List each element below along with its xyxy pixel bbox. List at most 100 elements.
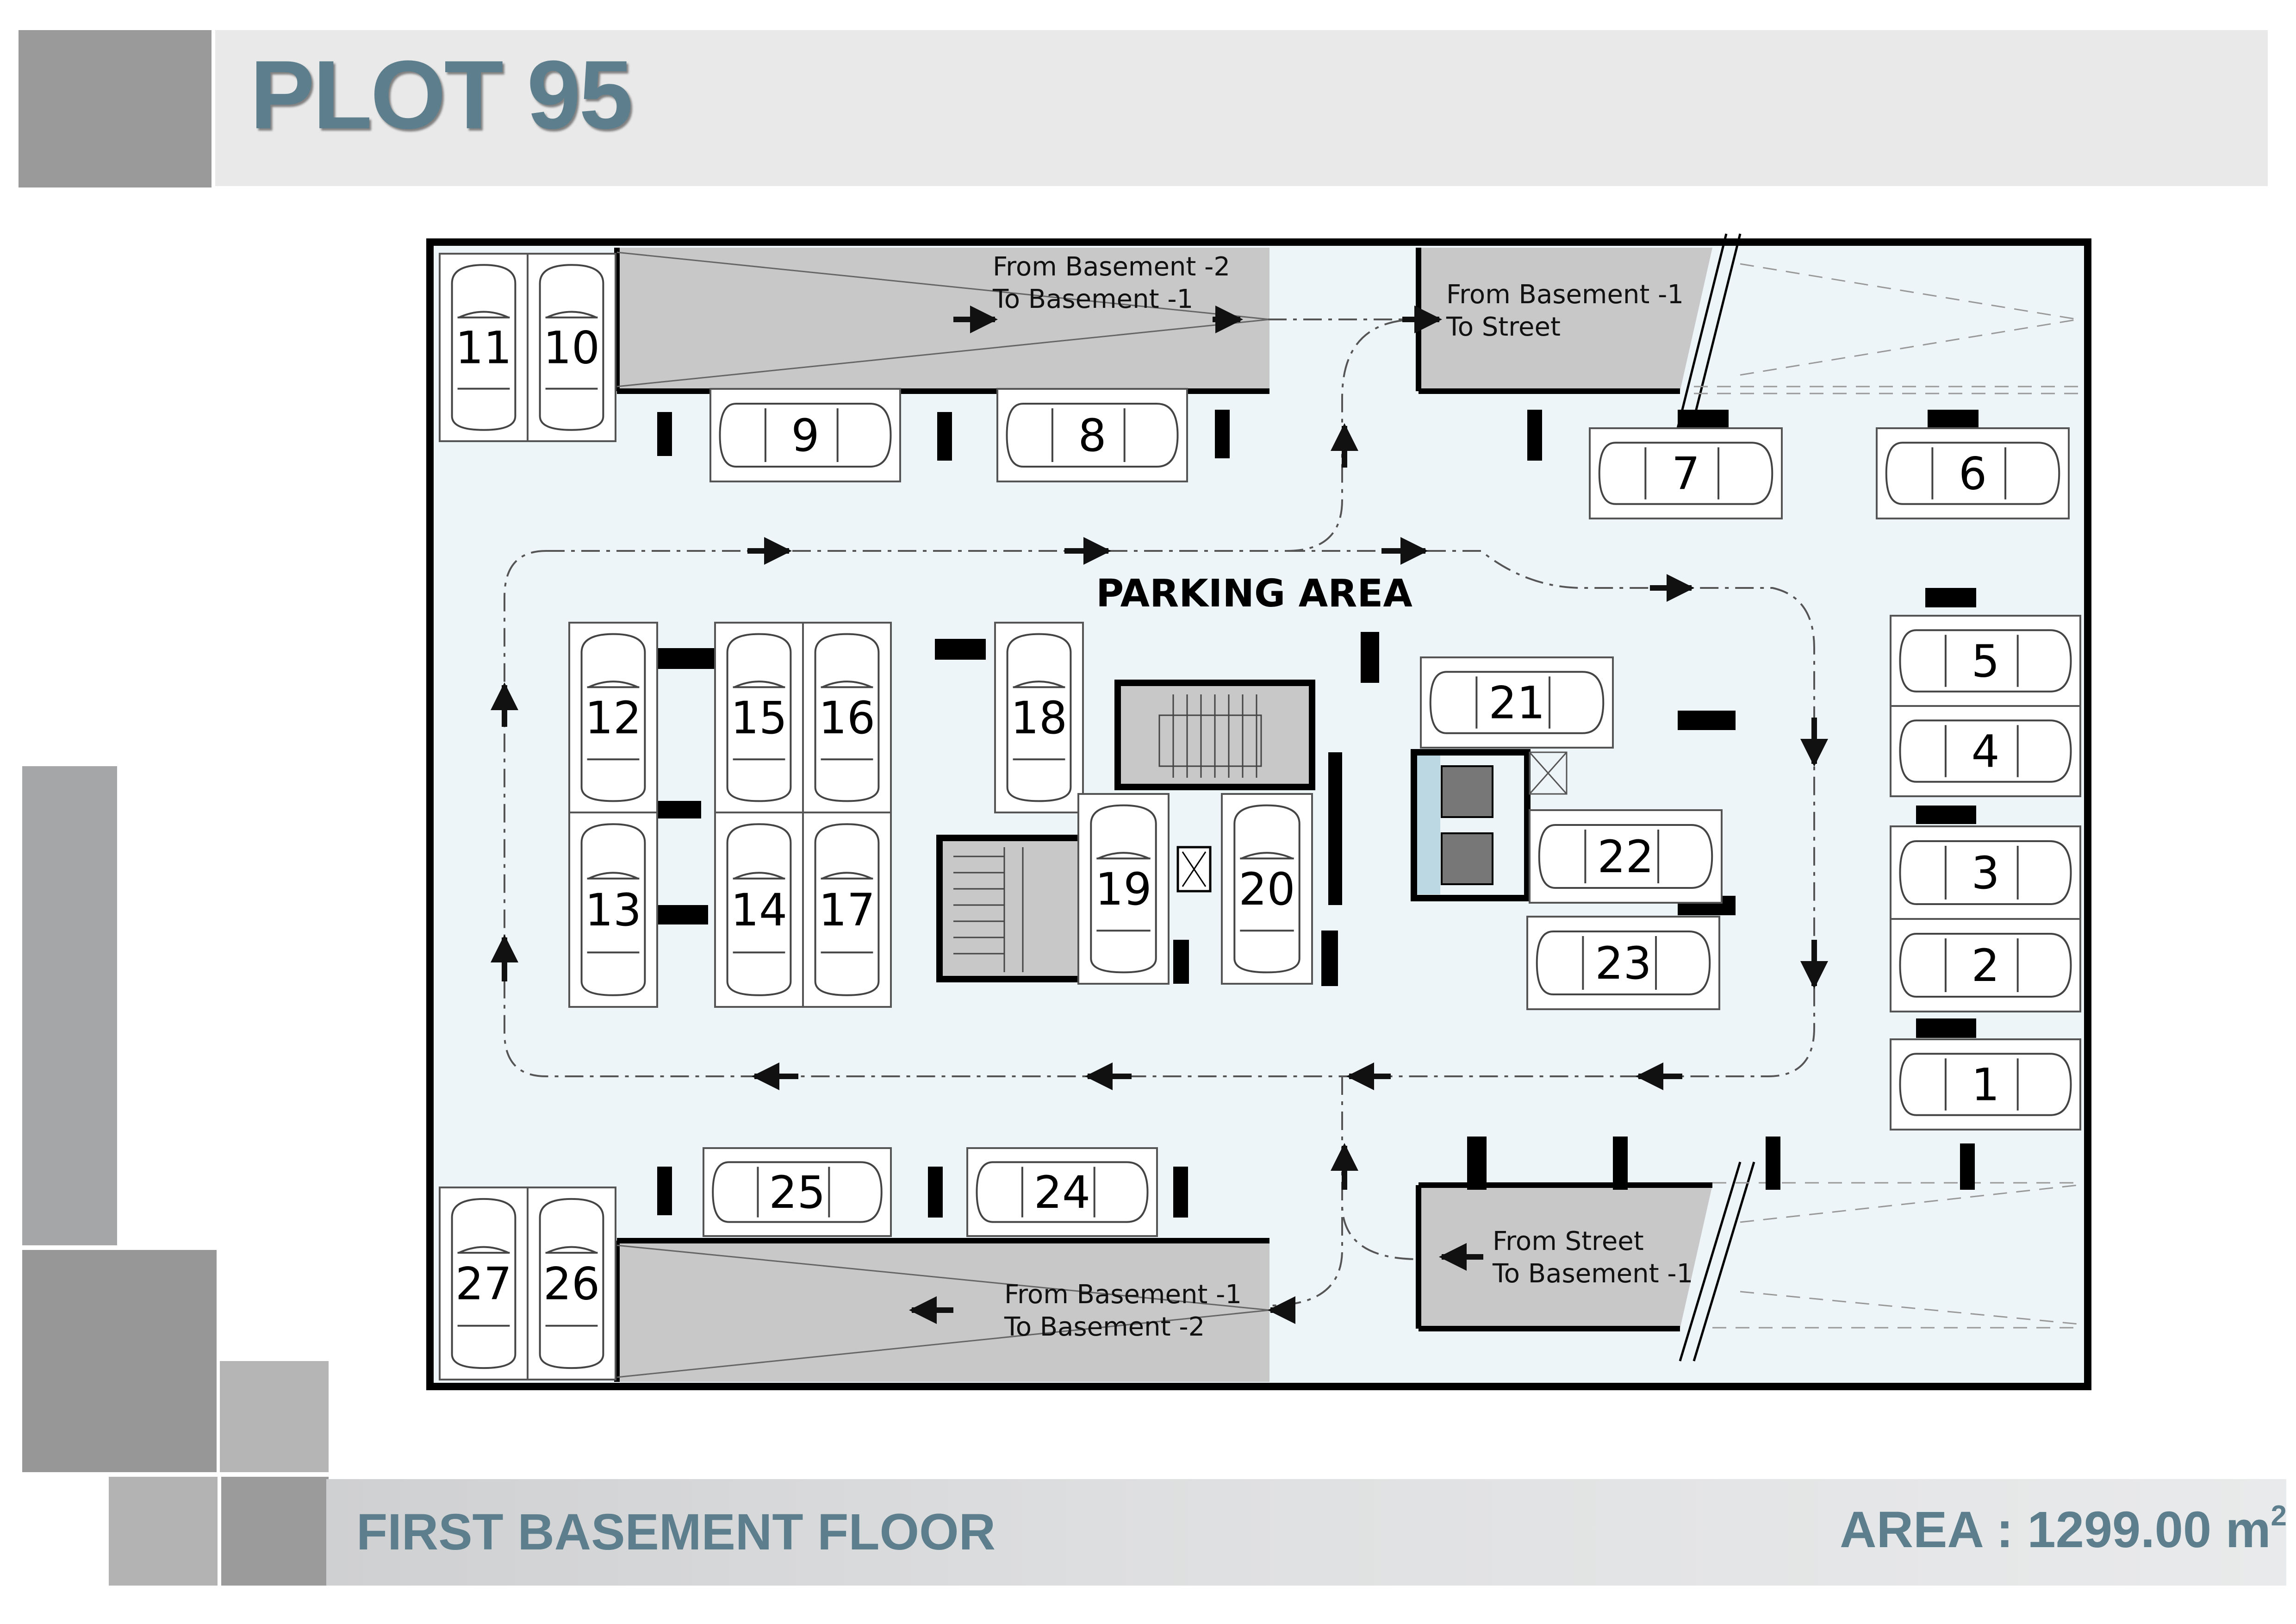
parking-space: 3 (1890, 825, 2081, 920)
ramp-bottom-left-line2: To Basement -2 (1004, 1312, 1205, 1342)
car-icon (719, 403, 892, 468)
space-number: 14 (731, 884, 787, 936)
parking-space: 6 (1876, 427, 2070, 519)
parking-space: 13 (568, 812, 658, 1008)
car-icon (1598, 442, 1773, 505)
car-icon (814, 633, 880, 802)
space-number: 9 (791, 410, 819, 462)
space-bay (802, 812, 892, 1008)
car-icon (539, 264, 604, 431)
space-bay (568, 812, 658, 1008)
space-number: 10 (543, 322, 600, 374)
car-icon (451, 264, 516, 431)
parking-space: 20 (1221, 793, 1313, 985)
ramp-top-right-line2: To Street (1446, 312, 1561, 342)
car-icon (1899, 1053, 2072, 1116)
car-icon (976, 1161, 1149, 1223)
space-number: 25 (769, 1167, 825, 1218)
parking-space: 17 (802, 812, 892, 1008)
parking-space: 11 (439, 253, 529, 442)
space-number: 18 (1011, 692, 1067, 744)
floor-name: FIRST BASEMENT FLOOR (356, 1504, 996, 1561)
car-icon (580, 823, 646, 996)
car-icon (1006, 403, 1179, 468)
parking-space: 8 (996, 388, 1188, 482)
space-number: 5 (1971, 636, 1999, 687)
car-icon (1006, 633, 1072, 802)
parking-space: 18 (994, 622, 1084, 813)
space-number: 7 (1672, 448, 1700, 500)
decor-block-4 (109, 1477, 218, 1586)
space-number: 13 (585, 884, 641, 936)
car-icon (1090, 804, 1157, 974)
parking-space: 21 (1420, 656, 1614, 749)
parking-area-label: PARKING AREA (1096, 572, 1412, 616)
space-number: 15 (731, 692, 787, 744)
space-number: 22 (1597, 831, 1654, 883)
car-icon (814, 823, 880, 996)
header-bar (215, 30, 2268, 186)
ramp-bottom-right-line1: From Street (1493, 1226, 1644, 1256)
car-icon (1899, 719, 2072, 783)
space-number: 4 (1971, 726, 1999, 778)
parking-space: 4 (1890, 705, 2081, 797)
space-number: 20 (1238, 863, 1295, 915)
car-icon (726, 633, 792, 802)
ramp-bottom-right (1416, 1162, 2080, 1362)
space-number: 23 (1595, 937, 1651, 989)
parking-space: 12 (568, 622, 658, 813)
footer-bar (326, 1479, 2286, 1586)
space-number: 27 (455, 1258, 512, 1310)
space-bay (994, 622, 1084, 813)
car-icon (1885, 442, 2060, 505)
space-number: 11 (455, 322, 512, 374)
parking-space: 24 (966, 1147, 1158, 1237)
decor-block-3 (220, 1361, 329, 1472)
space-bay (439, 1187, 529, 1380)
space-number: 1 (1971, 1059, 1999, 1111)
car-icon (1899, 840, 2072, 905)
parking-space: 14 (714, 812, 804, 1008)
space-bay (568, 622, 658, 813)
ramp-bottom-right-line2: To Basement -1 (1492, 1259, 1693, 1289)
ramp-top-left-line2: To Basement -1 (992, 284, 1193, 314)
decor-block-2 (22, 1250, 217, 1472)
space-number: 21 (1488, 677, 1545, 729)
space-number: 24 (1034, 1167, 1090, 1218)
car-icon (712, 1161, 883, 1223)
parking-space: 25 (703, 1147, 892, 1237)
car-icon (539, 1198, 604, 1369)
parking-space: 22 (1529, 809, 1723, 904)
space-bay (527, 1187, 616, 1380)
space-number: 6 (1959, 448, 1987, 500)
parking-space: 26 (527, 1187, 616, 1380)
decor-block-5 (221, 1477, 329, 1586)
car-icon (1538, 824, 1713, 889)
space-number: 16 (819, 692, 875, 744)
car-icon (1233, 804, 1300, 974)
space-number: 17 (819, 884, 875, 936)
car-icon (1899, 933, 2072, 998)
space-number: 26 (543, 1258, 600, 1310)
space-bay (1221, 793, 1313, 985)
space-bay (439, 253, 529, 442)
parking-space: 2 (1890, 918, 2081, 1012)
space-bay (1077, 793, 1170, 985)
car-icon (726, 823, 792, 996)
parking-space: 27 (439, 1187, 529, 1380)
space-number: 2 (1971, 940, 1999, 992)
route-arrows (491, 306, 1828, 1324)
area-label: AREA : 1299.00 m2 (1840, 1502, 2287, 1555)
ramp-top-right-line1: From Basement -1 (1446, 280, 1684, 310)
elevator-core (1176, 749, 1568, 905)
area-value: AREA : 1299.00 m (1840, 1501, 2271, 1558)
parking-space: 1 (1890, 1038, 2081, 1131)
parking-space: 5 (1890, 615, 2081, 707)
parking-space: 15 (714, 622, 804, 813)
space-bay (714, 622, 804, 813)
car-icon (580, 633, 646, 802)
ramp-top-left (614, 248, 1270, 394)
parking-space: 10 (527, 253, 616, 442)
